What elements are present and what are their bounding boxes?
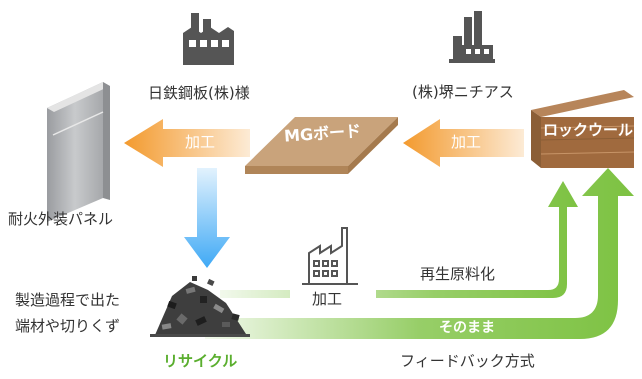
scrap-pile-icon [150, 276, 250, 337]
mg-board-icon [245, 117, 398, 174]
sakai-label: (株)堺ニチアス [412, 83, 514, 101]
factory-icon [183, 13, 234, 65]
recycle-arrow-down [184, 168, 230, 268]
recycle-label: リサイクル [163, 352, 238, 370]
factory-icon [449, 11, 495, 63]
rockwool-icon [531, 90, 635, 168]
process-arrow-left [124, 119, 250, 167]
process-bottom-label: 加工 [312, 290, 343, 308]
regenerate-label: 再生原料化 [420, 265, 496, 283]
nittetsu-label: 日鉄鋼板(株)様 [148, 84, 250, 102]
process-arrow-middle [403, 119, 524, 167]
regenerate-arrow [220, 181, 578, 298]
process-mid-label: 加工 [451, 133, 482, 151]
feedback-arrow-wide [205, 168, 634, 339]
factory-icon [302, 227, 358, 285]
fire-resistant-panel-icon [47, 82, 110, 222]
rockwool-label: ロックウール [543, 121, 634, 139]
process-left-label: 加工 [185, 133, 216, 151]
feedback-label: フィードバック方式 [400, 352, 535, 370]
scrap-label-line2: 端材や切りくず [15, 317, 121, 335]
as-is-label: そのまま [439, 320, 495, 336]
scrap-label-line1: 製造過程で出た [15, 291, 121, 309]
panel-label: 耐火外装パネル [8, 210, 114, 228]
